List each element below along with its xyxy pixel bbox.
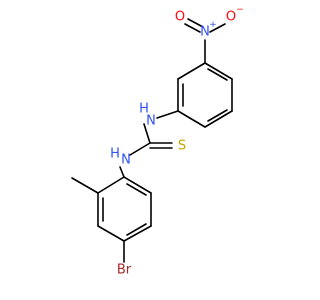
molecule-structure: N + O O − H N H N S Br (71, 5, 244, 278)
bond (97, 176, 125, 194)
atom-label-nh-upper: H N (139, 102, 156, 129)
nh-lower-symbol: N (121, 153, 131, 168)
bond (156, 110, 179, 119)
atom-label-sulfur: S (178, 139, 186, 154)
nitro-o-left-symbol: O (175, 10, 185, 25)
bromomethylphenyl-ring (97, 176, 152, 242)
nitrophenyl-ring (177, 62, 233, 128)
methyl-bond (71, 177, 99, 194)
nitro-o-right-charge: − (236, 5, 244, 15)
bond (204, 62, 233, 80)
bond (126, 183, 147, 196)
atom-label-nitro-o-left: O (175, 10, 185, 25)
bond (143, 123, 151, 144)
sulfur-symbol: S (178, 139, 186, 154)
nh-upper-symbol: N (146, 114, 156, 129)
bond (177, 110, 206, 128)
molecule-canvas: N + O O − H N H N S Br (71, 5, 244, 278)
bond (184, 23, 201, 33)
bond (209, 23, 226, 33)
bond (187, 18, 204, 28)
atom-label-nitro-n: N + (200, 20, 217, 40)
bond (126, 223, 147, 236)
bond (207, 68, 228, 81)
nh-upper-hydrogen: H (139, 102, 149, 117)
atom-label-nh-lower: H N (110, 147, 131, 168)
atom-label-bromine: Br (117, 263, 132, 278)
bond (204, 110, 233, 128)
bond (97, 225, 125, 242)
bond (129, 142, 151, 156)
nh-lower-hydrogen: H (110, 147, 120, 162)
nitro-n-charge: + (209, 20, 217, 30)
bromine-symbol: Br (117, 263, 132, 278)
atom-label-nitro-o-right: O − (226, 5, 244, 25)
bond (207, 109, 228, 122)
thiourea-linker (119, 110, 179, 178)
bond (123, 176, 152, 194)
bond (123, 225, 152, 242)
bond (119, 166, 125, 178)
nitro-group (184, 18, 226, 64)
bond (177, 62, 206, 80)
nitro-n-symbol: N (200, 25, 210, 40)
nitro-o-right-symbol: O (226, 10, 236, 25)
